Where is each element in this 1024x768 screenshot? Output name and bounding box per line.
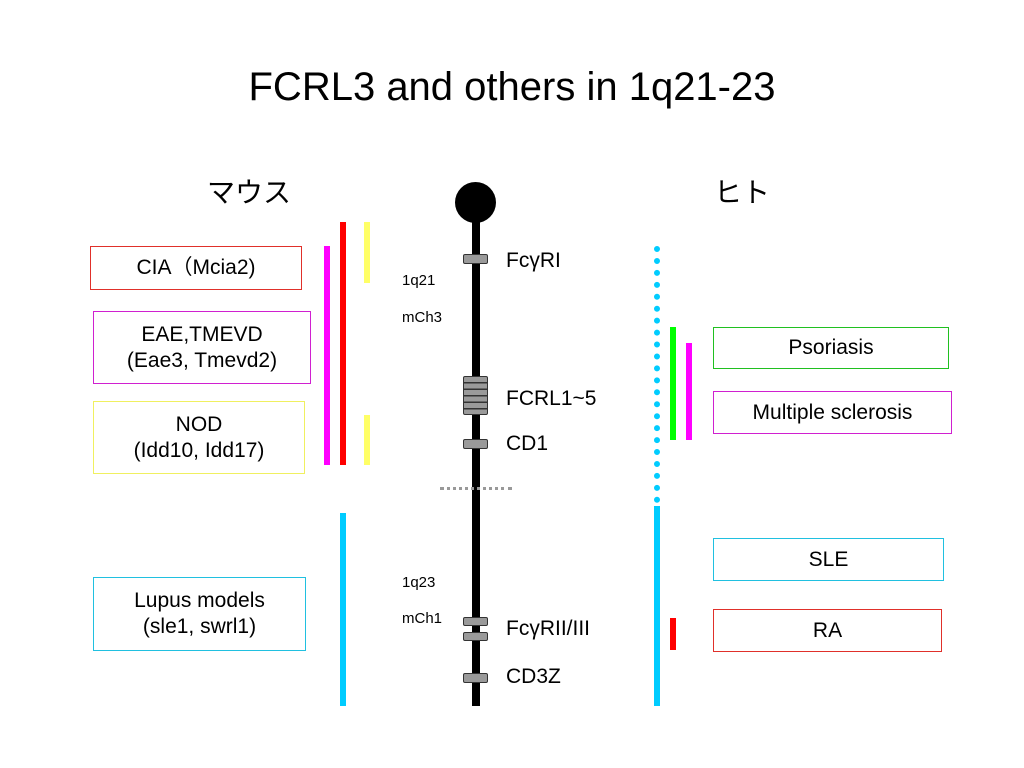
mouse-box-lupus-line2: (sle1, swrl1): [142, 615, 257, 638]
mouse-box-cia-label: CIA（Mcia2): [136, 256, 256, 279]
human-box-psoriasis-label: Psoriasis: [788, 336, 874, 359]
human-bar-magenta: [686, 343, 692, 440]
gene-label-fcgrii: FcγRII/III: [506, 617, 590, 640]
human-header: ヒト: [714, 177, 771, 208]
human-bar-cyan-dotted: [654, 246, 660, 503]
mouse-box-nod-line2: (Idd10, Idd17): [133, 438, 265, 462]
mouse-box-nod-line1: NOD: [175, 412, 223, 436]
marker-fcrl: [463, 376, 488, 415]
gene-label-cd3z: CD3Z: [506, 665, 561, 688]
mouse-box-cia: CIA（Mcia2): [90, 246, 302, 290]
mouse-bar-yellow-top: [364, 222, 370, 283]
band-label-1q23: 1q23: [402, 574, 436, 591]
band-separator: [440, 487, 512, 490]
human-box-sle: SLE: [713, 538, 944, 581]
mouse-box-eae-line1: EAE,TMEVD: [141, 322, 263, 346]
mouse-box-nod: NOD (Idd10, Idd17): [93, 401, 305, 474]
page-title: FCRL3 and others in 1q21-23: [248, 65, 776, 109]
human-bar-green: [670, 327, 676, 440]
gene-label-cd1: CD1: [506, 432, 549, 455]
mouse-box-eae-line2: (Eae3, Tmevd2): [126, 348, 278, 372]
marker-cd3z: [463, 673, 488, 683]
band-label-1q21: 1q21: [402, 272, 436, 289]
human-box-psoriasis: Psoriasis: [713, 327, 949, 369]
marker-cd1: [463, 439, 488, 449]
mouse-bar-red: [340, 222, 346, 465]
mouse-box-lupus-line1: Lupus models: [134, 589, 265, 612]
human-bar-red: [670, 618, 676, 650]
marker-fcgri: [463, 254, 488, 264]
human-box-ms-label: Multiple sclerosis: [752, 400, 913, 424]
mouse-bar-cyan: [340, 513, 346, 706]
mouse-header: マウス: [207, 177, 292, 208]
marker-fcgrii-a: [463, 617, 488, 626]
human-bar-cyan: [654, 506, 660, 706]
human-box-ra-label: RA: [812, 618, 843, 642]
human-box-sle-label: SLE: [808, 547, 849, 571]
mouse-chr-label-mch3: mCh3: [402, 309, 443, 326]
gene-label-fcgri: FcγRI: [506, 249, 561, 272]
mouse-box-lupus: Lupus models (sle1, swrl1): [93, 577, 306, 651]
mouse-box-eae: EAE,TMEVD (Eae3, Tmevd2): [93, 311, 311, 384]
gene-label-fcrl: FCRL1~5: [506, 387, 597, 410]
marker-fcgrii-b: [463, 632, 488, 641]
chromosome-1-bar: [472, 210, 480, 706]
mouse-chr-label-mch1: mCh1: [402, 610, 443, 627]
mouse-bar-yellow-bottom: [364, 415, 370, 465]
mouse-bar-magenta: [324, 246, 330, 465]
human-box-ra: RA: [713, 609, 942, 652]
human-box-ms: Multiple sclerosis: [713, 391, 952, 434]
